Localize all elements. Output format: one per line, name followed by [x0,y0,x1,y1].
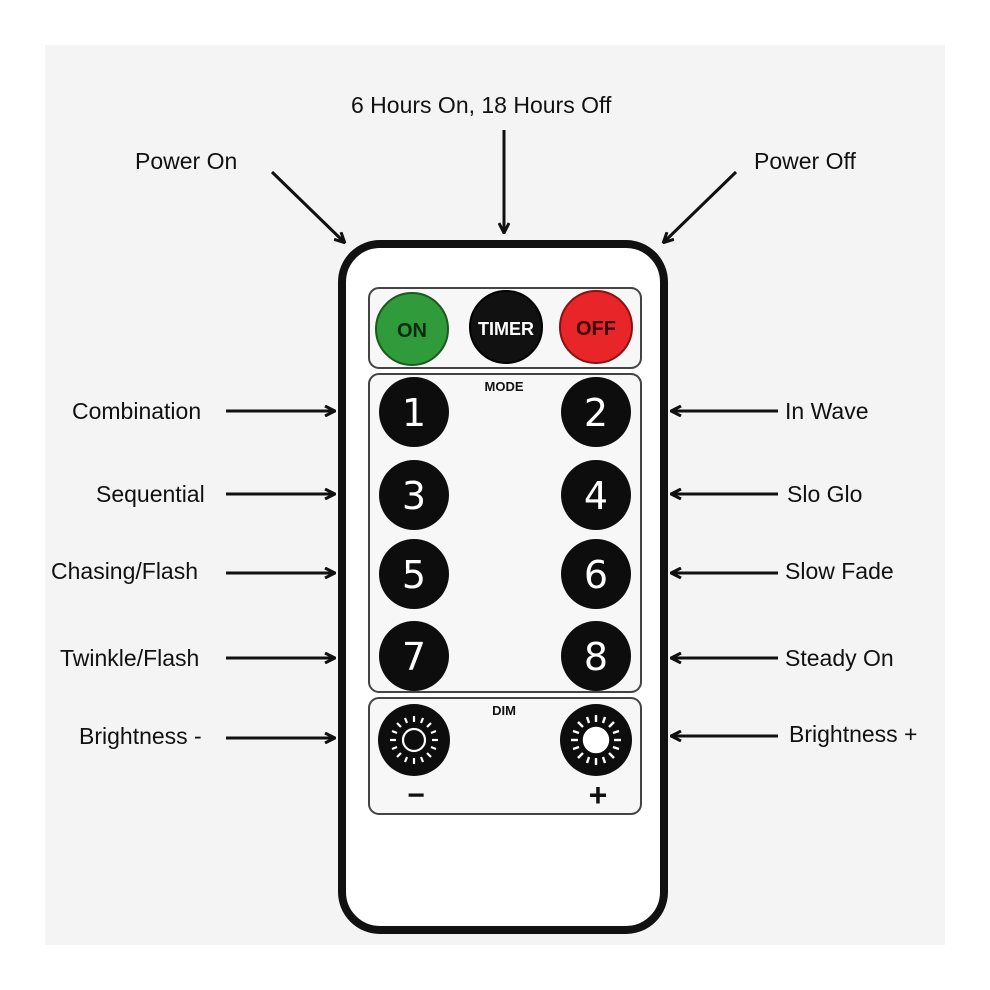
sun-outline-icon [390,716,438,764]
mode-button-4[interactable]: 4 [561,460,631,530]
on-button[interactable]: ON [375,292,449,366]
arrow-power-on [270,170,344,242]
timer-button-label: TIMER [478,319,534,339]
dim-minus-button[interactable] [378,704,450,776]
mode-button-6[interactable]: 6 [561,539,631,609]
mode-button-7[interactable]: 7 [379,621,449,691]
dim-plus-symbol: + [589,777,608,813]
mode-button-8[interactable]: 8 [561,621,631,691]
mode-button-5[interactable]: 5 [379,539,449,609]
callout-twinkle-flash: Twinkle/Flash [60,645,200,671]
off-button-label: OFF [576,318,616,340]
mode-button-3[interactable]: 3 [379,460,449,530]
dim-minus-symbol: − [407,779,425,812]
dim-plus-button[interactable] [560,704,632,776]
mode-button-2[interactable]: 2 [561,377,631,447]
callout-in-wave: In Wave [785,398,869,424]
callout-sequential: Sequential [96,481,205,507]
callout-power-off: Power Off [754,148,856,174]
mode-label: MODE [485,379,524,394]
mode-button-7-label: 7 [402,635,426,679]
mode-button-4-label: 4 [584,474,608,518]
mode-button-8-label: 8 [584,635,608,679]
dim-label: DIM [492,703,516,718]
callout-combination: Combination [72,398,202,424]
off-button[interactable]: OFF [559,290,633,364]
mode-button-3-label: 3 [402,474,426,518]
callout-power-on: Power On [135,148,238,174]
timer-button[interactable]: TIMER [469,290,543,364]
mode-button-1[interactable]: 1 [379,377,449,447]
callout-chasing-flash: Chasing/Flash [51,558,199,584]
callout-timer: 6 Hours On, 18 Hours Off [351,92,612,118]
callout-arrows [226,130,778,738]
mode-button-6-label: 6 [584,553,608,597]
callout-brightness-plus: Brightness + [789,721,918,747]
callout-slo-glo: Slo Glo [787,481,863,507]
arrow-power-off [664,170,738,242]
callout-brightness-minus: Brightness - [79,723,202,749]
on-button-label: ON [397,320,427,342]
callout-steady-on: Steady On [785,645,894,671]
sun-filled-icon [571,715,621,765]
mode-button-2-label: 2 [584,391,608,435]
mode-button-1-label: 1 [402,391,426,435]
mode-button-5-label: 5 [402,553,426,597]
mode-section [368,373,642,693]
callout-slow-fade: Slow Fade [785,558,894,584]
